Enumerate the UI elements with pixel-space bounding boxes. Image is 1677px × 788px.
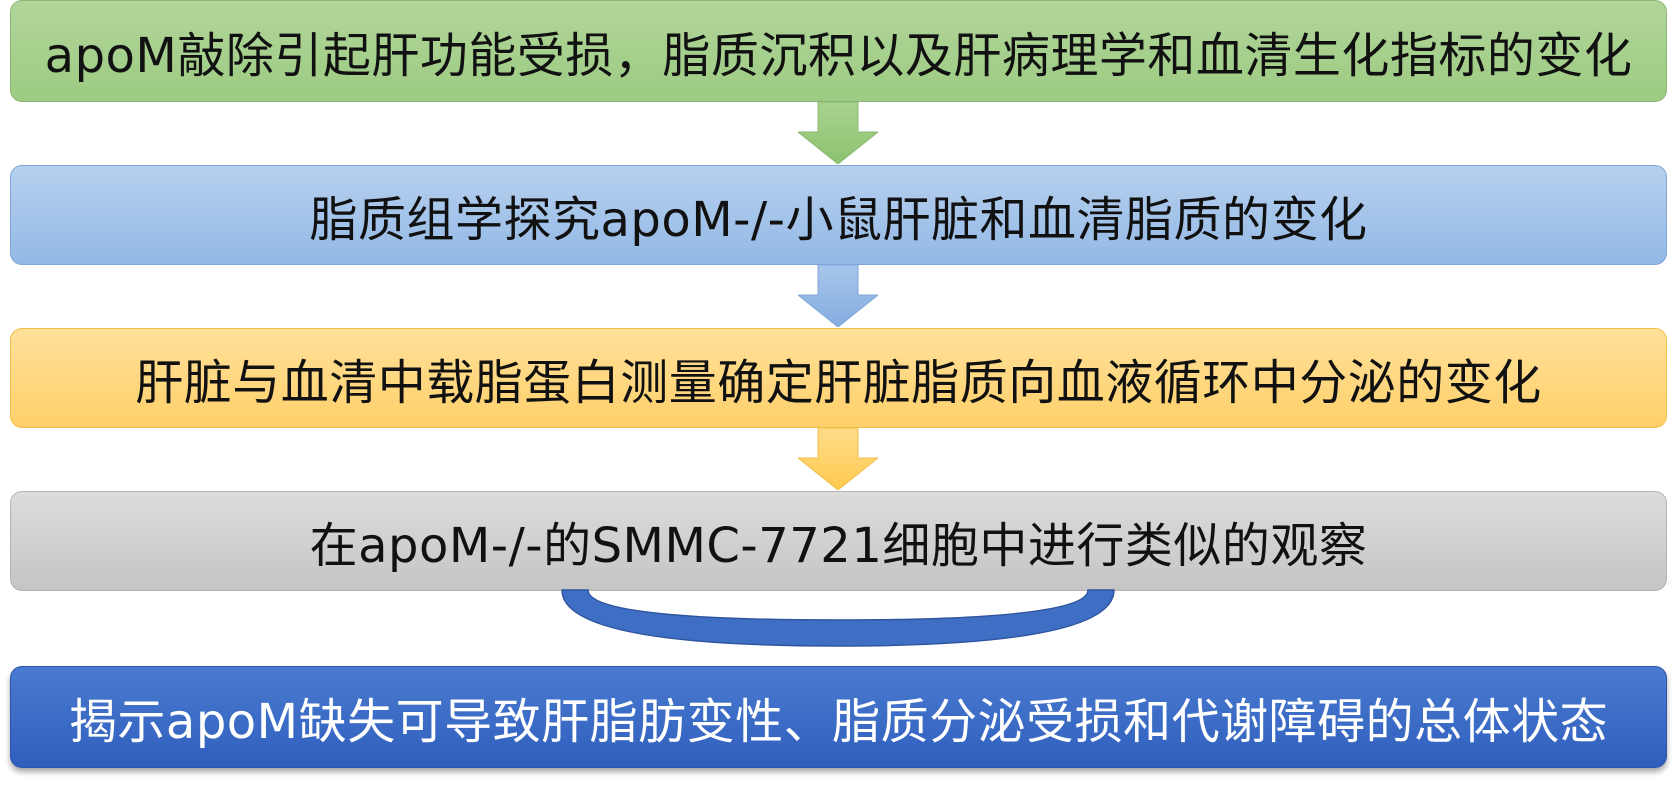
down-arrow-icon-3 [798,428,878,490]
step-4-label: 在apoM-/-的SMMC-7721细胞中进行类似的观察 [309,518,1368,574]
step-2-label: 脂质组学探究apoM-/-小鼠肝脏和血清脂质的变化 [309,192,1368,248]
step-1-box: apoM敲除引起肝功能受损，脂质沉积以及肝病理学和血清生化指标的变化 [10,0,1667,102]
conclusion-box: 揭示apoM缺失可导致肝脂肪变性、脂质分泌受损和代谢障碍的总体状态 [10,666,1667,768]
down-arrow-icon-2 [798,265,878,327]
step-3-label: 肝脏与血清中载脂蛋白测量确定肝脏脂质向血液循环中分泌的变化 [135,355,1542,411]
curved-connector-icon [561,589,1115,647]
step-4-box: 在apoM-/-的SMMC-7721细胞中进行类似的观察 [10,491,1667,591]
step-3-box: 肝脏与血清中载脂蛋白测量确定肝脏脂质向血液循环中分泌的变化 [10,328,1667,428]
step-1-label: apoM敲除引起肝功能受损，脂质沉积以及肝病理学和血清生化指标的变化 [44,28,1633,84]
down-arrow-icon-1 [798,102,878,164]
conclusion-label: 揭示apoM缺失可导致肝脂肪变性、脂质分泌受损和代谢障碍的总体状态 [68,694,1609,750]
step-2-box: 脂质组学探究apoM-/-小鼠肝脏和血清脂质的变化 [10,165,1667,265]
